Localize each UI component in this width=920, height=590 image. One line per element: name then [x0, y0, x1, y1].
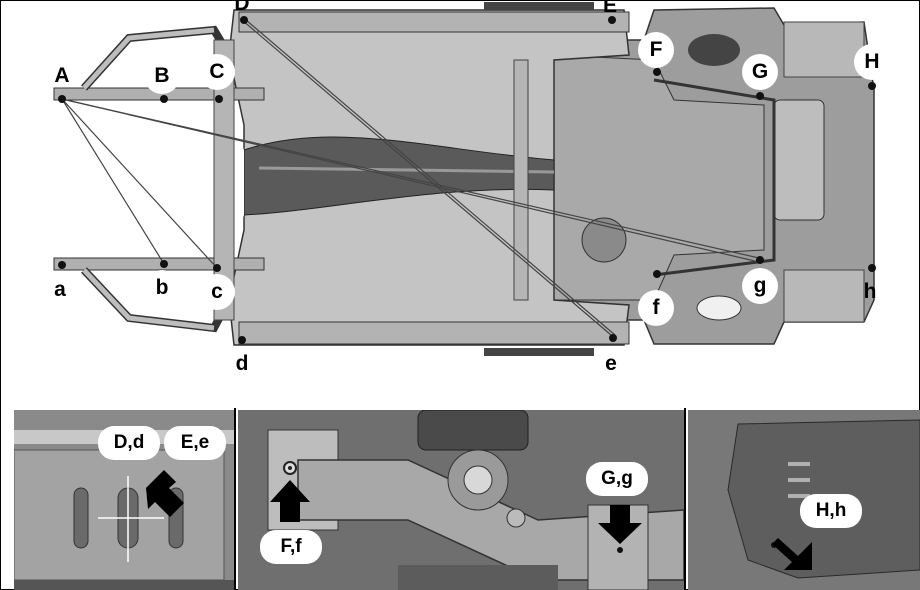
point-e-upper-dot	[608, 16, 616, 24]
underbody-drawing	[53, 2, 876, 356]
label-point-B: B	[144, 58, 180, 94]
label-point-g: g	[742, 268, 778, 304]
label-point-H: H	[854, 44, 890, 80]
detail-view-h: H,h	[688, 410, 920, 590]
underbody-diagram: A B C D E F G H a b c d e f g h	[14, 0, 920, 406]
label-point-d: d	[235, 352, 249, 375]
detail-label-g-g: G,g	[586, 462, 648, 496]
label-point-a: a	[54, 278, 66, 301]
label-point-e: e	[605, 352, 617, 375]
point-d-lower-dot	[238, 336, 246, 344]
label-point-D: D	[234, 0, 250, 15]
label-point-A: A	[54, 64, 70, 87]
measurement-lines	[61, 19, 760, 336]
point-g-upper-dot	[756, 92, 764, 100]
point-h-lower-dot	[868, 264, 876, 272]
point-e-lower-dot	[609, 334, 617, 342]
label-point-G: G	[742, 54, 778, 90]
point-a-upper-dot	[58, 95, 66, 103]
point-h-upper-dot	[868, 82, 876, 90]
label-point-E: E	[602, 0, 617, 17]
label-point-C: C	[199, 54, 235, 90]
label-point-b: b	[144, 270, 180, 306]
detail-label-e-e: E,e	[164, 426, 226, 460]
detail-label-h-h: H,h	[800, 494, 862, 528]
panel-divider-2	[684, 408, 686, 590]
detail-label-f-f: F,f	[260, 530, 322, 564]
point-c-lower-dot	[213, 264, 221, 272]
point-b-upper-dot	[160, 95, 168, 103]
point-f-lower-dot	[653, 270, 661, 278]
label-point-h: h	[863, 280, 877, 303]
label-point-F: F	[638, 32, 674, 68]
label-point-f: f	[638, 290, 674, 326]
detail-view-d-e: D,d E,e	[14, 410, 234, 590]
detail-drawing-h	[688, 410, 920, 590]
detail-view-f-g: F,f G,g	[238, 410, 684, 590]
detail-label-d-d: D,d	[98, 426, 160, 460]
point-f-upper-dot	[653, 68, 661, 76]
point-a-lower-dot	[58, 261, 66, 269]
panel-divider-1	[234, 408, 236, 590]
point-c-upper-dot	[215, 95, 223, 103]
point-d-upper-dot	[240, 16, 248, 24]
label-point-c: c	[199, 274, 235, 310]
point-g-lower-dot	[756, 256, 764, 264]
point-b-lower-dot	[160, 260, 168, 268]
